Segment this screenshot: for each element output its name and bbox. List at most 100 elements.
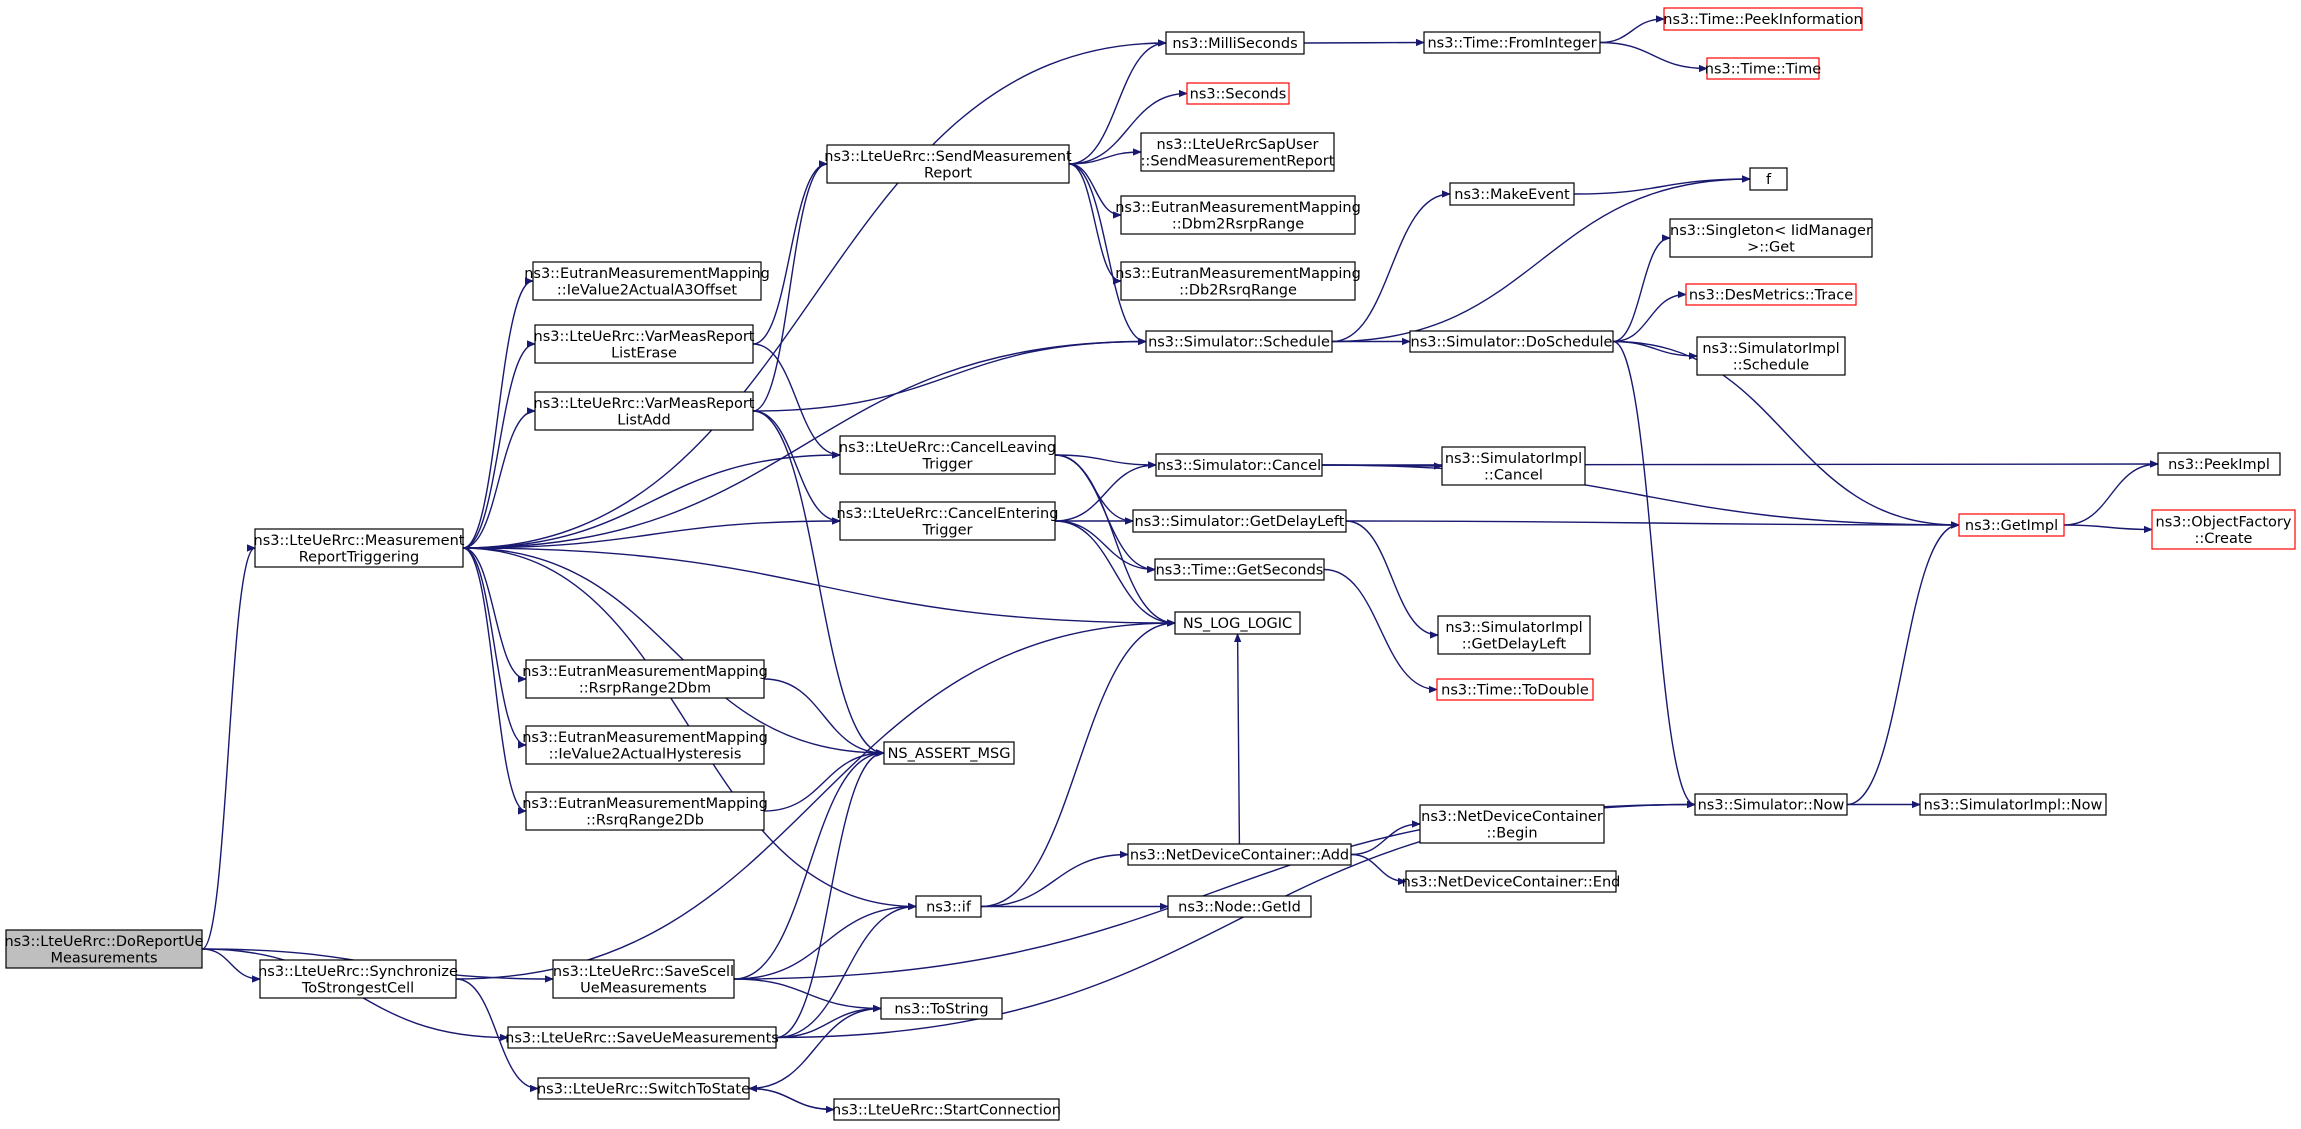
node-node-get-id[interactable]: ns3::Node::GetId <box>1167 895 1312 918</box>
edge-do-schedule-to-get-impl <box>1612 340 1959 526</box>
node-if[interactable]: ns3::if <box>915 895 982 918</box>
node-label: ns3::LteUeRrc::CancelLeaving <box>839 440 1056 456</box>
node-box <box>534 324 754 364</box>
node-to-string[interactable]: ns3::ToString <box>880 997 1003 1020</box>
node-object-factory-create[interactable]: ns3::ObjectFactory::Create <box>2151 509 2296 550</box>
edge-measurement-report-triggering-to-milli-seconds <box>462 43 1166 549</box>
node-get-delay-left[interactable]: ns3::Simulator::GetDelayLeft <box>1132 509 1347 533</box>
node-schedule[interactable]: ns3::Simulator::Schedule <box>1145 330 1333 353</box>
node-box <box>826 144 1070 184</box>
node-get-seconds[interactable]: ns3::Time::GetSeconds <box>1154 558 1325 581</box>
edge-measurement-report-triggering-to-ie-value2-actual-hysteresis <box>462 547 527 745</box>
node-label: ns3::EutranMeasurementMapping <box>522 730 768 746</box>
node-label: ::GetDelayLeft <box>1462 636 1567 652</box>
node-get-impl[interactable]: ns3::GetImpl <box>1958 513 2065 537</box>
node-label: ns3::GetImpl <box>1965 518 2058 534</box>
edge-measurement-report-triggering-to-ns-assert-msg <box>462 547 884 753</box>
node-label: ns3::LteUeRrc::SwitchToState <box>537 1082 750 1098</box>
node-milli-seconds[interactable]: ns3::MilliSeconds <box>1165 31 1305 55</box>
edge-measurement-report-triggering-to-rsrp-range2-dbm <box>462 547 527 679</box>
node-label: ns3::EutranMeasurementMapping <box>524 266 770 282</box>
node-box <box>1186 82 1290 105</box>
node-switch-to-state[interactable]: ns3::LteUeRrc::SwitchToState <box>537 1077 750 1100</box>
node-send-measurement-report[interactable]: ns3::LteUeRrc::SendMeasurementReport <box>824 144 1072 184</box>
edge-cancel-leaving-trigger-to-ns-log-logic <box>1054 454 1175 623</box>
node-f[interactable]: f <box>1749 167 1788 191</box>
node-label: NS_ASSERT_MSG <box>888 746 1011 762</box>
node-label: ns3::NetDeviceContainer::Add <box>1130 848 1349 864</box>
node-label: ::Dbm2RsrpRange <box>1172 216 1304 232</box>
node-box <box>1155 453 1323 477</box>
node-time-time[interactable]: ns3::Time::Time <box>1705 57 1822 80</box>
node-label: ::SendMeasurementReport <box>1141 153 1335 169</box>
node-box <box>1437 615 1591 655</box>
node-rsrq-range2-db[interactable]: ns3::EutranMeasurementMapping::RsrqRange… <box>522 791 768 831</box>
edge-cancel-leaving-trigger-to-sim-cancel <box>1054 454 1156 465</box>
node-seconds[interactable]: ns3::Seconds <box>1186 82 1290 105</box>
node-impl-cancel[interactable]: ns3::SimulatorImpl::Cancel <box>1441 446 1586 486</box>
node-label: ns3::Simulator::GetDelayLeft <box>1135 514 1345 530</box>
edge-measurement-report-triggering-to-rsrq-range2-db <box>462 547 527 811</box>
edge-schedule-to-make-event <box>1331 194 1450 343</box>
node-label: ns3::DesMetrics::Trace <box>1689 288 1853 304</box>
node-to-double[interactable]: ns3::Time::ToDouble <box>1436 678 1594 701</box>
node-label: ::Db2RsrqRange <box>1179 282 1297 298</box>
node-rsrp-range2-dbm[interactable]: ns3::EutranMeasurementMapping::RsrpRange… <box>522 659 768 699</box>
node-ns-log-logic[interactable]: NS_LOG_LOGIC <box>1174 611 1301 635</box>
node-label: ns3::LteUeRrcSapUser <box>1157 137 1319 153</box>
node-start-connection[interactable]: ns3::LteUeRrc::StartConnection <box>832 1098 1061 1121</box>
node-box <box>1140 132 1335 172</box>
node-label: ListAdd <box>617 412 670 428</box>
node-box <box>1663 7 1863 31</box>
edge-save-ue-measurements-to-ns-assert-msg <box>775 753 885 1039</box>
node-ns-assert-msg[interactable]: NS_ASSERT_MSG <box>883 741 1015 765</box>
edge-ndcadd-to-ns-log-logic <box>1238 634 1240 845</box>
node-label: ::IeValue2ActualA3Offset <box>557 282 737 298</box>
edge-measurement-report-triggering-to-var-meas-report-list-erase <box>462 344 536 549</box>
node-sap-send-measurement-report[interactable]: ns3::LteUeRrcSapUser::SendMeasurementRep… <box>1140 132 1335 172</box>
node-from-integer[interactable]: ns3::Time::FromInteger <box>1423 31 1601 54</box>
node-impl-schedule[interactable]: ns3::SimulatorImpl::Schedule <box>1696 336 1846 376</box>
node-peek-impl[interactable]: ns3::PeekImpl <box>2157 452 2281 476</box>
node-label: UeMeasurements <box>580 980 707 996</box>
node-box <box>1409 330 1614 353</box>
node-impl-now[interactable]: ns3::SimulatorImpl::Now <box>1919 793 2107 816</box>
node-box <box>525 791 765 831</box>
edge-synchronize-to-strongest-cell-to-ns-log-logic <box>455 623 1175 980</box>
node-singleton-get[interactable]: ns3::Singleton< IidManager>::Get <box>1669 218 1873 258</box>
node-label: ns3::LteUeRrc::SaveScell <box>553 964 734 980</box>
node-save-ue-measurements[interactable]: ns3::LteUeRrc::SaveUeMeasurements <box>505 1026 779 1049</box>
node-ndcbegin[interactable]: ns3::NetDeviceContainer::Begin <box>1419 804 1605 844</box>
node-impl-get-delay-left[interactable]: ns3::SimulatorImpl::GetDelayLeft <box>1437 615 1591 655</box>
node-ie-value2-actual-a3-offset[interactable]: ns3::EutranMeasurementMapping::IeValue2A… <box>524 261 770 301</box>
node-ndcend[interactable]: ns3::NetDeviceContainer::End <box>1402 870 1621 893</box>
node-label: ns3::Time::Time <box>1705 62 1822 78</box>
node-db2-rsrq-range[interactable]: ns3::EutranMeasurementMapping::Db2RsrqRa… <box>1115 261 1361 301</box>
node-label: ns3::Time::GetSeconds <box>1156 563 1324 579</box>
node-do-schedule[interactable]: ns3::Simulator::DoSchedule <box>1409 330 1614 353</box>
edge-sim-cancel-to-get-impl <box>1321 464 1959 525</box>
node-ie-value2-actual-hysteresis[interactable]: ns3::EutranMeasurementMapping::IeValue2A… <box>522 725 768 765</box>
node-peek-information[interactable]: ns3::Time::PeekInformation <box>1663 7 1863 31</box>
node-measurement-report-triggering[interactable]: ns3::LteUeRrc::MeasurementReportTriggeri… <box>254 528 465 568</box>
node-label: ListErase <box>611 345 677 361</box>
node-make-event[interactable]: ns3::MakeEvent <box>1449 182 1575 206</box>
node-label: ns3::Time::FromInteger <box>1427 36 1596 52</box>
node-label: ns3::Time::ToDouble <box>1441 683 1589 699</box>
node-box <box>1669 218 1873 258</box>
node-synchronize-to-strongest-cell[interactable]: ns3::LteUeRrc::SynchronizeToStrongestCel… <box>258 959 458 999</box>
node-sim-now[interactable]: ns3::Simulator::Now <box>1694 793 1848 816</box>
node-label: ns3::EutranMeasurementMapping <box>522 664 768 680</box>
node-label: ns3::ToString <box>894 1002 988 1018</box>
node-sim-cancel[interactable]: ns3::Simulator::Cancel <box>1155 453 1323 477</box>
node-des-metrics-trace[interactable]: ns3::DesMetrics::Trace <box>1685 283 1857 306</box>
node-ndcadd[interactable]: ns3::NetDeviceContainer::Add <box>1127 843 1352 866</box>
node-box <box>259 959 457 999</box>
node-dbm2-rsrp-range[interactable]: ns3::EutranMeasurementMapping::Dbm2RsrpR… <box>1115 195 1361 235</box>
